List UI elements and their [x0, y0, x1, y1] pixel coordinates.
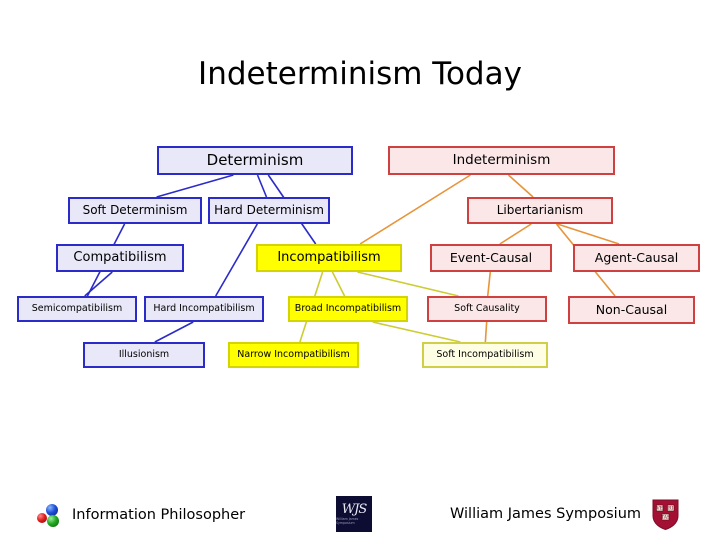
edge-incompatibilism-to-soft-causality: [357, 271, 459, 297]
node-soft-incompatibilism[interactable]: Soft Incompatibilism: [422, 342, 548, 368]
svg-text:RI: RI: [668, 506, 673, 512]
edge-libertarianism-to-agent-causal: [557, 223, 620, 245]
node-libertarianism[interactable]: Libertarianism: [467, 197, 613, 224]
blue-sphere-icon: [46, 504, 58, 516]
edge-determinism-to-soft-determinism: [156, 174, 234, 198]
node-label: Soft Determinism: [82, 203, 188, 218]
slide-footer: Information Philosopher WJS William Jame…: [0, 488, 720, 540]
edge-determinism-to-hard-determinism: [256, 174, 268, 198]
edge-event-causal-to-soft-causality: [486, 271, 492, 297]
node-label: Incompatibilism: [277, 250, 381, 266]
edge-indeterminism-to-libertarianism: [507, 174, 534, 198]
red-sphere-icon: [37, 513, 47, 523]
william-james-symposium-credit: WJS William James Symposium William Jame…: [336, 492, 641, 536]
edge-incompatibilism-to-broad-incompatibilism: [331, 271, 346, 297]
node-soft-determinism[interactable]: Soft Determinism: [68, 197, 202, 224]
node-soft-causality[interactable]: Soft Causality: [427, 296, 547, 322]
edge-hard-incompatibilism-to-illusionism: [154, 321, 194, 343]
svg-text:TAS: TAS: [661, 516, 670, 521]
diagram-connector-lines: [84, 174, 620, 343]
edge-hard-determinism-to-hard-incompatibilism: [215, 223, 258, 297]
node-label: Non-Causal: [595, 302, 668, 318]
node-incompatibilism[interactable]: Incompatibilism: [256, 244, 402, 272]
node-indeterminism[interactable]: Indeterminism: [388, 146, 615, 175]
green-sphere-icon: [47, 515, 59, 527]
edge-libertarianism-to-event-causal: [499, 223, 532, 245]
wjs-monogram-text: WJS: [341, 502, 368, 518]
node-illusionism[interactable]: Illusionism: [83, 342, 205, 368]
harvard-shield-icon: VE RI TAS: [652, 499, 679, 530]
node-narrow-incompatibilism[interactable]: Narrow Incompatibilism: [228, 342, 359, 368]
wjs-logo-subtext: William James Symposium: [336, 517, 359, 525]
node-label: Semicompatibilism: [31, 303, 123, 315]
svg-text:VE: VE: [655, 506, 663, 512]
node-label: Illusionism: [118, 349, 170, 361]
node-label: Hard Determinism: [214, 203, 324, 218]
information-philosopher-spheres-icon: [36, 502, 66, 528]
node-label: Soft Causality: [454, 303, 520, 315]
node-label: Indeterminism: [452, 152, 551, 169]
node-label: Hard Incompatibilism: [153, 303, 255, 315]
edge-broad-incompatibilism-to-soft-incompatibilism: [372, 321, 461, 343]
node-event-causal[interactable]: Event-Causal: [430, 244, 552, 272]
page-title: Indeterminism Today: [198, 56, 522, 92]
information-philosopher-credit: Information Philosopher: [36, 500, 245, 530]
node-non-causal[interactable]: Non-Causal: [568, 296, 695, 324]
wjs-logo-icon: WJS William James Symposium: [336, 496, 372, 532]
edge-compatibilism-to-semicompatibilism: [84, 271, 113, 297]
william-james-symposium-label: William James Symposium: [450, 506, 642, 522]
node-label: Soft Incompatibilism: [436, 349, 534, 361]
node-compatibilism[interactable]: Compatibilism: [56, 244, 184, 272]
node-determinism[interactable]: Determinism: [157, 146, 353, 175]
information-philosopher-label: Information Philosopher: [72, 507, 246, 523]
node-label: Compatibilism: [73, 250, 167, 266]
node-label: Libertarianism: [496, 203, 584, 218]
node-hard-incompatibilism[interactable]: Hard Incompatibilism: [144, 296, 264, 322]
node-hard-determinism[interactable]: Hard Determinism: [208, 197, 330, 224]
node-label: Agent-Causal: [594, 250, 679, 266]
node-broad-incompatibilism[interactable]: Broad Incompatibilism: [288, 296, 408, 322]
edge-soft-causality-to-soft-incompatibilism: [484, 321, 488, 343]
node-agent-causal[interactable]: Agent-Causal: [573, 244, 700, 272]
node-label: Broad Incompatibilism: [294, 303, 402, 315]
node-label: Event-Causal: [449, 250, 533, 266]
edge-indeterminism-to-incompatibilism: [359, 174, 471, 245]
node-label: Narrow Incompatibilism: [237, 349, 350, 361]
node-semicompatibilism[interactable]: Semicompatibilism: [17, 296, 137, 322]
node-label: Determinism: [206, 150, 304, 169]
